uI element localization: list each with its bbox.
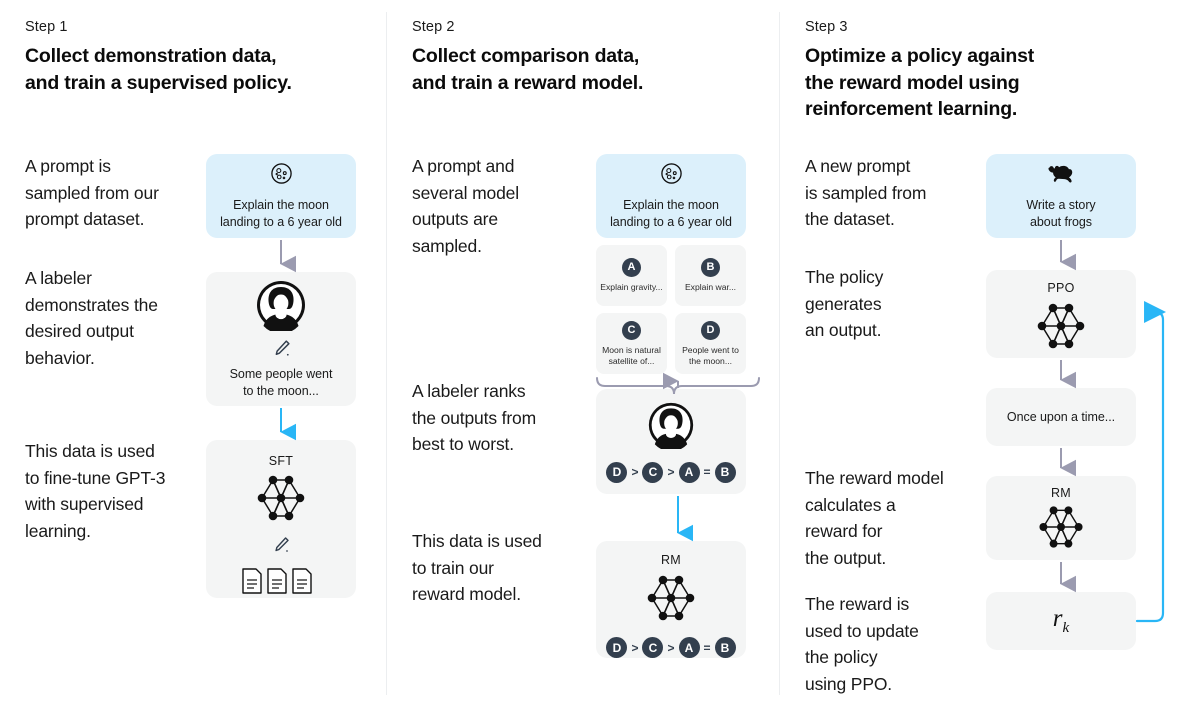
- option-card-d[interactable]: D People went to the moon...: [675, 313, 746, 374]
- step-1-sft-box[interactable]: SFT: [206, 440, 356, 598]
- pencil-icon: [271, 338, 292, 364]
- option-badge-b: B: [701, 258, 720, 278]
- step-2-prompt-box[interactable]: Explain the moon landing to a 6 year old: [596, 154, 746, 238]
- option-card-b[interactable]: B Explain war...: [675, 245, 746, 306]
- step-2-label: Step 2: [412, 19, 455, 35]
- option-text-c: Moon is natural satellite of...: [602, 345, 661, 366]
- step-2-rm-box[interactable]: RM: [596, 541, 746, 658]
- step-3-output-text: Once upon a time...: [1006, 409, 1116, 424]
- labeler-avatar-icon: [255, 279, 307, 336]
- column-divider-2: [779, 12, 780, 695]
- step-2-title: Collect comparison data, and train a rew…: [412, 45, 644, 94]
- step-2-paragraph-1: A prompt and several model outputs are s…: [412, 156, 519, 256]
- step-1-prompt-text: Explain the moon landing to a 6 year old: [220, 198, 342, 229]
- step-1-demonstration-box[interactable]: Some people went to the moon...: [206, 272, 356, 406]
- step-2-rm-title: RM: [660, 553, 682, 567]
- rank-badge-d: D: [606, 461, 628, 483]
- step-2-prompt-text: Explain the moon landing to a 6 year old: [610, 198, 732, 229]
- step-3-paragraph-4: The reward is used to update the policy …: [805, 594, 919, 694]
- rank-badge-b: B: [714, 637, 736, 658]
- option-text-d: People went to the moon...: [682, 345, 739, 366]
- rank-op-3: =: [703, 640, 711, 655]
- rank-badge-d: D: [606, 637, 628, 658]
- neural-network-icon: [248, 471, 314, 530]
- step-3-rm-box[interactable]: RM: [986, 476, 1136, 560]
- step-3-title: Optimize a policy against the reward mod…: [805, 45, 1035, 120]
- step-2-ranking-box[interactable]: D > C > A = B: [596, 389, 746, 494]
- moon-icon: [270, 162, 293, 190]
- neural-network-icon: [1030, 502, 1092, 557]
- option-badge-c: C: [622, 321, 641, 340]
- labeler-avatar-icon: [647, 401, 695, 454]
- step-1-paragraph-2: A labeler demonstrates the desired outpu…: [25, 268, 158, 368]
- moon-icon: [660, 162, 683, 190]
- reward-letter: r: [1052, 605, 1063, 632]
- step-1-label: Step 1: [25, 19, 68, 35]
- step-1-column: Step 1 Collect demonstration data, and t…: [0, 0, 386, 708]
- reward-subscript: k: [1062, 620, 1070, 636]
- neural-network-icon: [1028, 299, 1094, 358]
- step-3-column: Step 3 Optimize a policy against the rew…: [780, 0, 1200, 708]
- step-1-paragraph-3: This data is used to fine-tune GPT-3 wit…: [25, 441, 166, 541]
- step-2-paragraph-2: A labeler ranks the outputs from best to…: [412, 381, 537, 454]
- step-3-output-box[interactable]: Once upon a time...: [986, 388, 1136, 446]
- step-1-demonstration-text: Some people went to the moon...: [229, 367, 333, 398]
- rank-op-1: >: [631, 465, 639, 479]
- step-2-paragraph-3: This data is used to train our reward mo…: [412, 531, 542, 604]
- option-badge-a: A: [622, 258, 641, 278]
- rank-badge-a: A: [678, 461, 700, 483]
- rank-badge-c: C: [642, 461, 664, 483]
- option-text-a: Explain gravity...: [600, 282, 663, 293]
- documents-icon: [241, 567, 321, 600]
- step-3-prompt-text: Write a story about frogs: [1026, 198, 1096, 229]
- option-text-b: Explain war...: [684, 282, 737, 293]
- rank-badge-a: A: [678, 637, 700, 658]
- step-3-rm-title: RM: [1050, 486, 1072, 500]
- neural-network-icon: [638, 571, 704, 630]
- pencil-icon: [271, 535, 291, 560]
- step-3-paragraph-2: The policy generates an output.: [805, 267, 884, 340]
- step-1-title: Collect demonstration data, and train a …: [25, 45, 292, 94]
- rank-op-3: =: [703, 465, 711, 479]
- ranking-row: D > C > A = B: [606, 461, 736, 483]
- step-3-paragraph-3: The reward model calculates a reward for…: [805, 468, 944, 568]
- step-3-ppo-box[interactable]: PPO: [986, 270, 1136, 358]
- step-3-ppo-title: PPO: [1047, 281, 1075, 295]
- rank-op-1: >: [631, 640, 639, 655]
- rank-op-2: >: [667, 640, 675, 655]
- rank-op-2: >: [667, 465, 675, 479]
- column-divider-1: [386, 12, 387, 695]
- ranking-row: D > C > A = B: [606, 637, 736, 658]
- frog-icon: [1046, 162, 1076, 190]
- step-3-label: Step 3: [805, 19, 848, 35]
- option-card-a[interactable]: A Explain gravity...: [596, 245, 667, 306]
- option-card-c[interactable]: C Moon is natural satellite of...: [596, 313, 667, 374]
- rank-badge-b: B: [714, 461, 736, 483]
- option-badge-d: D: [701, 321, 720, 340]
- step-3-prompt-box[interactable]: Write a story about frogs: [986, 154, 1136, 238]
- reward-symbol: rk: [1053, 605, 1069, 637]
- step-2-column: Step 2 Collect comparison data, and trai…: [387, 0, 779, 708]
- step-3-reward-box[interactable]: rk: [986, 592, 1136, 650]
- rank-badge-c: C: [642, 637, 664, 658]
- step-1-prompt-box[interactable]: Explain the moon landing to a 6 year old: [206, 154, 356, 238]
- step-3-paragraph-1: A new prompt is sampled from the dataset…: [805, 156, 927, 229]
- step-1-sft-title: SFT: [268, 454, 294, 468]
- step-1-paragraph-1: A prompt is sampled from our prompt data…: [25, 156, 159, 229]
